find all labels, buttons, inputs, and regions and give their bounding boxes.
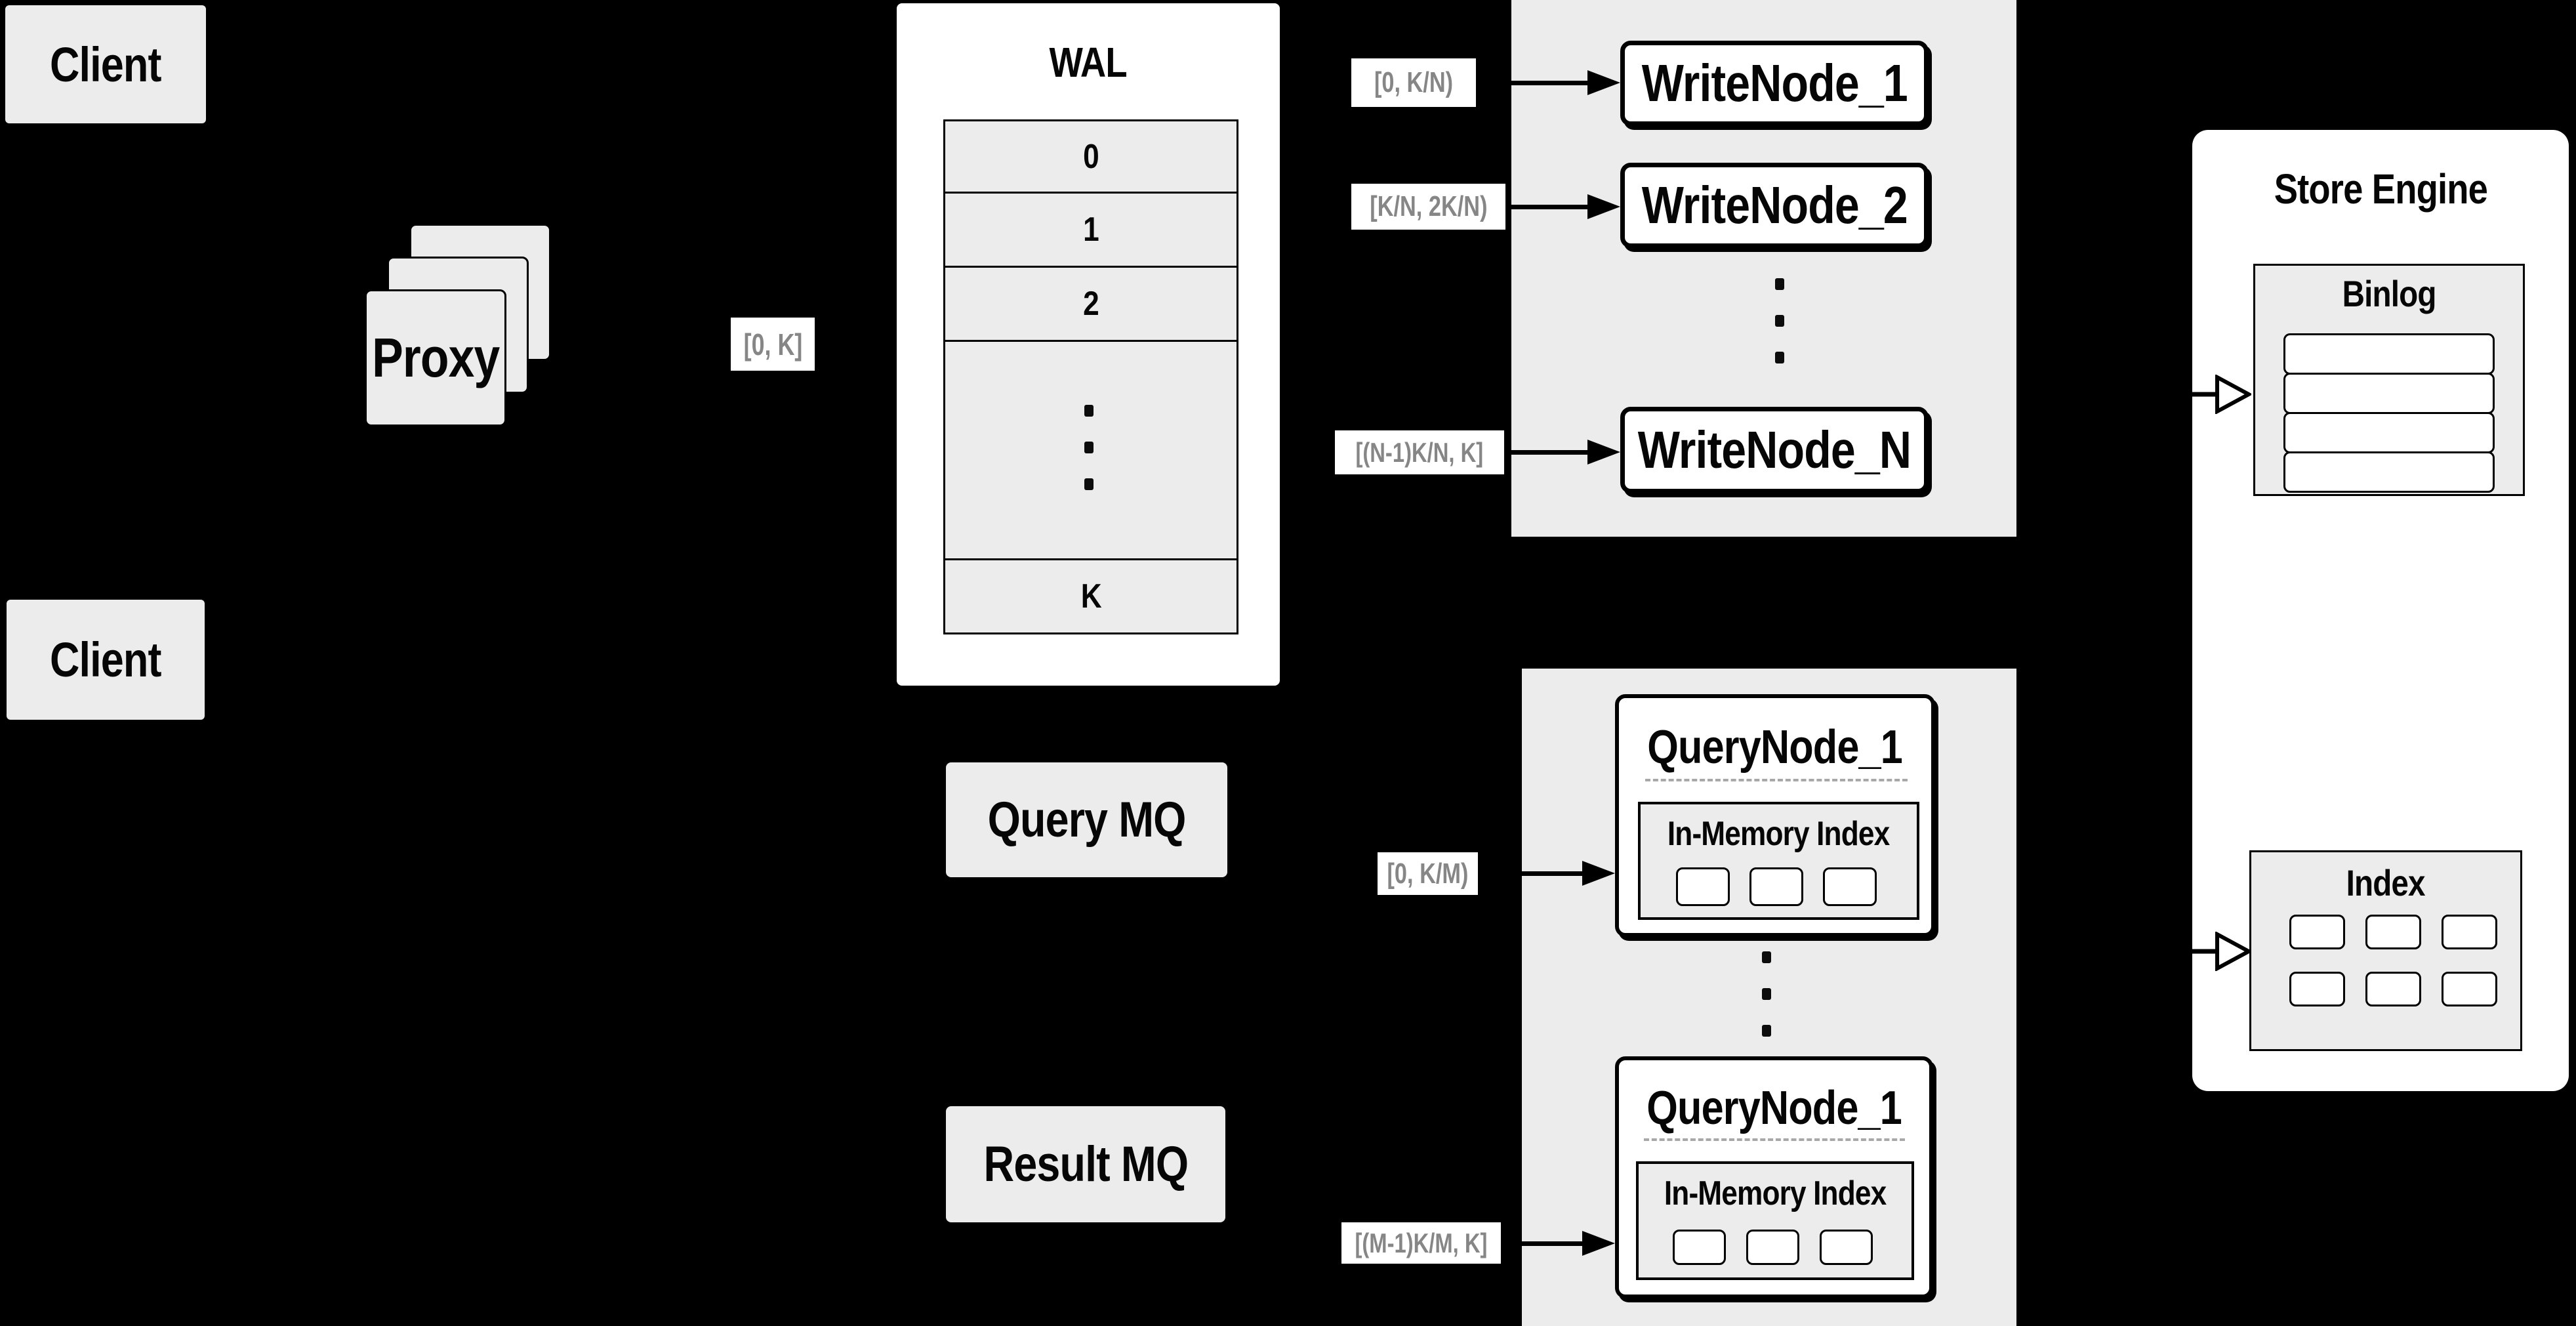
in-memory-index-top-title: In-Memory Index (1667, 815, 1890, 853)
proxy-range-text: [0, K] (743, 327, 802, 362)
index-cell (2365, 915, 2421, 949)
arrow-to-query-node-bottom (1502, 1241, 1583, 1246)
index-cell (2442, 915, 2497, 949)
query-node-bottom-title: QueryNode_1 (1646, 1082, 1902, 1134)
memory-segment-cell (1823, 867, 1877, 906)
arrowhead-write-node-1 (1587, 70, 1620, 95)
proxy-stack: Proxy (365, 224, 562, 427)
binlog-box: Binlog (2253, 264, 2525, 496)
query-range-bottom-label: [(M-1)K/M, K] (1341, 1222, 1501, 1264)
in-memory-index-top-box: In-Memory Index (1638, 802, 1919, 920)
write-node-2-box: WriteNode_2 (1620, 163, 1929, 248)
wal-row-2: 2 (945, 266, 1237, 340)
client-bottom-label: Client (50, 632, 161, 687)
index-title: Index (2346, 861, 2426, 903)
memory-segment-cell (1673, 1230, 1726, 1265)
wal-title: WAL (1049, 39, 1128, 86)
binlog-title-wrap: Binlog (2255, 272, 2523, 314)
arrowhead-write-node-2 (1587, 194, 1620, 219)
query-node-bottom-separator (1644, 1138, 1905, 1141)
memory-segment-cell (1746, 1230, 1799, 1265)
index-box: Index (2249, 850, 2522, 1051)
query-node-bottom-title-wrap: QueryNode_1 (1619, 1082, 1929, 1134)
store-engine-box: Store Engine Binlog Index (2192, 130, 2569, 1091)
write-node-ellipsis-dot (1775, 352, 1784, 363)
wal-ellipsis-dot (1084, 405, 1094, 417)
store-engine-title: Store Engine (2274, 165, 2487, 213)
query-node-top-box: QueryNode_1 In-Memory Index (1615, 694, 1935, 937)
in-memory-index-top-title-wrap: In-Memory Index (1641, 814, 1917, 854)
index-title-wrap: Index (2251, 861, 2520, 903)
open-arrow-index (2191, 932, 2251, 971)
memory-segment-cell (1820, 1230, 1873, 1265)
binlog-row (2283, 333, 2495, 375)
binlog-title: Binlog (2342, 272, 2437, 314)
binlog-row (2283, 412, 2495, 453)
proxy-range-label: [0, K] (731, 318, 815, 371)
write-range-2-label: [K/N, 2K/N) (1351, 184, 1505, 230)
write-range-n-label: [(N-1)K/N, K] (1335, 430, 1504, 474)
wal-row-ellipsis (945, 340, 1237, 558)
client-top-label: Client (50, 37, 161, 92)
proxy-card-front: Proxy (365, 289, 506, 426)
wal-title-wrap: WAL (897, 35, 1280, 90)
write-node-1-label: WriteNode_1 (1641, 54, 1908, 112)
query-range-top-label: [0, K/M) (1378, 852, 1478, 895)
client-top-box: Client (5, 5, 206, 123)
arrowhead-query-node-bottom (1582, 1231, 1615, 1256)
query-node-ellipsis-dot (1762, 951, 1771, 963)
wal-table: 0 1 2 K (943, 119, 1238, 634)
arrow-to-write-node-2 (1508, 205, 1588, 209)
result-mq-box: Result MQ (946, 1106, 1225, 1222)
binlog-row (2283, 451, 2495, 493)
open-arrow-binlog (2191, 375, 2251, 414)
arrow-to-write-node-1 (1478, 81, 1588, 85)
wal-row-1: 1 (945, 192, 1237, 266)
write-node-2-label: WriteNode_2 (1641, 176, 1908, 234)
query-node-ellipsis-dot (1762, 988, 1771, 1000)
result-mq-label: Result MQ (983, 1136, 1189, 1192)
store-engine-title-wrap: Store Engine (2192, 161, 2569, 217)
binlog-rows (2283, 333, 2495, 493)
write-node-1-box: WriteNode_1 (1620, 41, 1929, 126)
wal-row-k: K (945, 558, 1237, 632)
wal-box: WAL 0 1 2 K (897, 3, 1280, 686)
query-mq-box: Query MQ (946, 762, 1227, 877)
memory-segment-cell (1676, 867, 1730, 906)
query-node-top-separator (1645, 779, 1908, 781)
in-memory-index-bottom-title-wrap: In-Memory Index (1639, 1173, 1912, 1214)
wal-row-0: 0 (945, 121, 1237, 192)
write-node-ellipsis-dot (1775, 315, 1784, 327)
index-cell (2365, 972, 2421, 1006)
arrow-to-query-node-top (1479, 871, 1583, 876)
index-cell (2289, 915, 2345, 949)
index-cell (2442, 972, 2497, 1006)
arrowhead-query-node-top (1582, 861, 1615, 886)
proxy-label: Proxy (371, 327, 500, 388)
arrowhead-write-node-n (1587, 440, 1620, 465)
binlog-row (2283, 373, 2495, 414)
query-node-bottom-box: QueryNode_1 In-Memory Index (1615, 1056, 1933, 1298)
query-node-top-title-wrap: QueryNode_1 (1619, 721, 1931, 774)
write-range-1-label: [0, K/N) (1351, 58, 1476, 107)
in-memory-index-bottom-box: In-Memory Index (1636, 1161, 1914, 1280)
in-memory-index-bottom-title: In-Memory Index (1664, 1174, 1887, 1212)
query-mq-label: Query MQ (987, 792, 1187, 848)
write-node-n-box: WriteNode_N (1620, 407, 1929, 493)
client-bottom-box: Client (7, 600, 205, 720)
index-cell (2289, 972, 2345, 1006)
query-node-ellipsis-dot (1762, 1025, 1771, 1037)
wal-ellipsis-dot (1084, 442, 1094, 453)
write-node-n-label: WriteNode_N (1637, 421, 1912, 479)
wal-ellipsis-dot (1084, 478, 1094, 490)
write-node-ellipsis-dot (1775, 278, 1784, 290)
query-node-top-title: QueryNode_1 (1647, 721, 1903, 774)
arrow-to-write-node-n (1507, 450, 1588, 455)
memory-segment-cell (1749, 867, 1803, 906)
